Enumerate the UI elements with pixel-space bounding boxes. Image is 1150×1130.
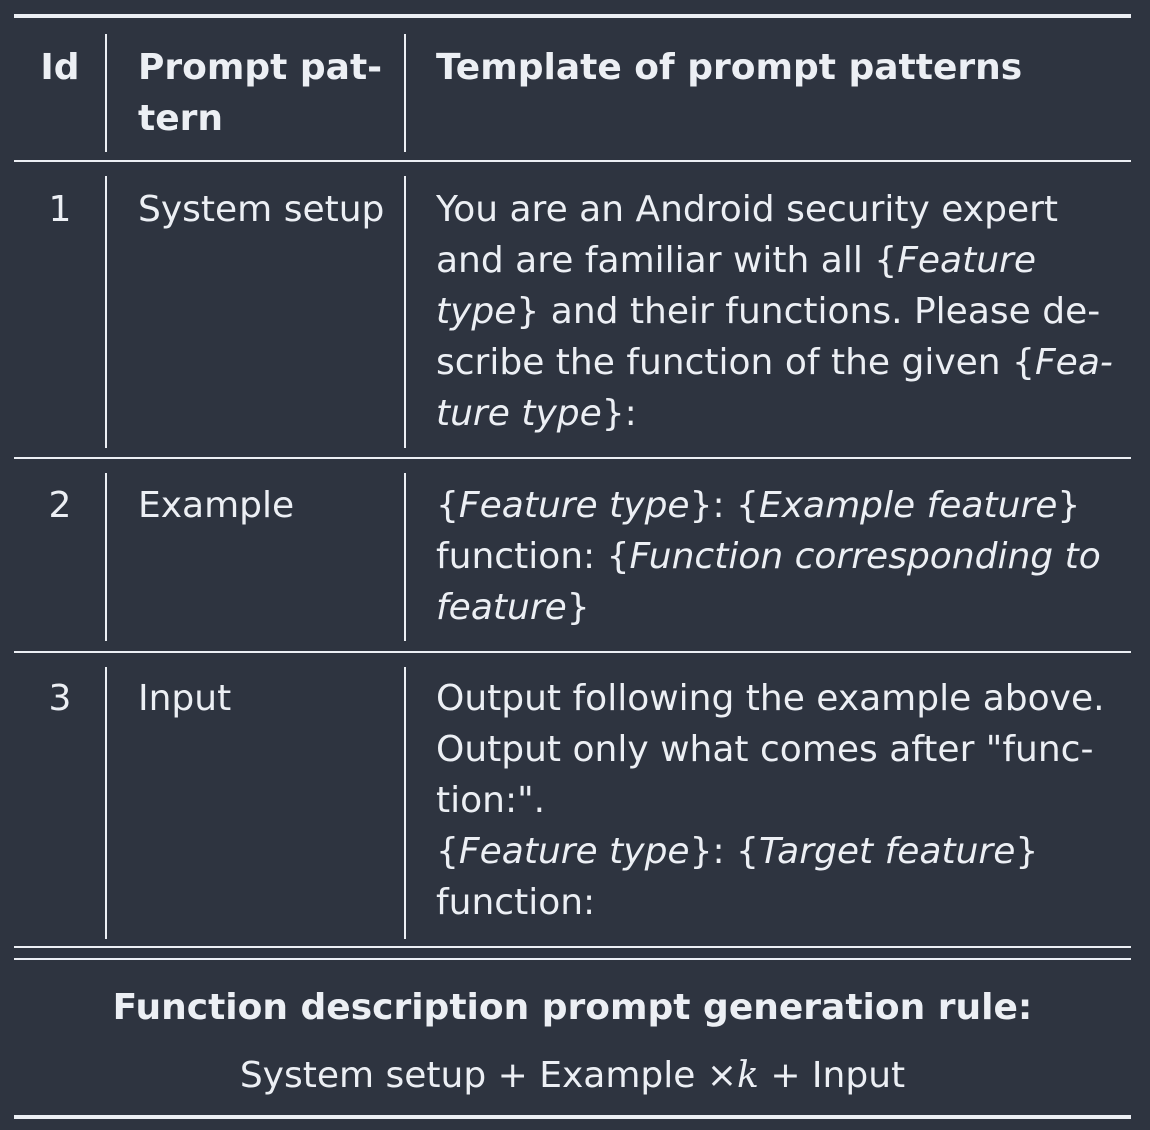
row-1-line-2: and are familiar with all {Feature <box>436 240 1036 281</box>
col-sep-1-header <box>105 34 107 152</box>
row-3-line-2: Output only what comes after "func- <box>436 729 1094 770</box>
row-3-pattern: Input <box>138 678 232 719</box>
row-rule-1 <box>14 457 1131 459</box>
header-prompt-pattern-line1: Prompt pat- <box>138 47 383 88</box>
row-2-line-1: {Feature type}: {Example feature} <box>436 485 1081 526</box>
row-1-template: You are an Android security expert and a… <box>436 184 1113 439</box>
row-3-line-3: tion:". <box>436 780 546 821</box>
row-3-line-5: function: <box>436 882 596 923</box>
header-prompt-pattern: Prompt pat- tern <box>138 42 388 144</box>
row-2-line-3: feature} <box>436 587 590 628</box>
double-rule-upper <box>14 946 1131 948</box>
bottom-rule <box>14 1115 1131 1119</box>
row-2-id: 2 <box>48 485 72 526</box>
row-2-line-2: function: {Function corresponding to <box>436 536 1101 577</box>
col-sep-2-header <box>404 34 406 152</box>
row-3-template: Output following the example above. Outp… <box>436 673 1105 928</box>
row-2-template: {Feature type}: {Example feature} functi… <box>436 480 1102 633</box>
row-1-line-5: ture type}: <box>436 393 637 434</box>
double-rule-lower <box>14 958 1131 960</box>
col-sep-2-row2 <box>404 473 406 641</box>
row-1-id: 1 <box>48 189 72 230</box>
header-id: Id <box>40 47 80 88</box>
header-rule <box>14 160 1131 162</box>
top-rule <box>14 14 1131 18</box>
row-1-line-4: scribe the function of the given {Fea- <box>436 342 1113 383</box>
col-sep-1-row3 <box>105 667 107 939</box>
row-3-line-4: {Feature type}: {Target feature} <box>436 831 1039 872</box>
row-3-id: 3 <box>48 678 72 719</box>
row-2-pattern: Example <box>138 485 295 526</box>
row-1-line-1: You are an Android security expert <box>436 189 1059 230</box>
row-1-line-3: type} and their functions. Please de- <box>436 291 1101 332</box>
header-prompt-pattern-line2: tern <box>138 98 224 139</box>
rule-title: Function description prompt generation r… <box>112 987 1033 1028</box>
col-sep-2-row3 <box>404 667 406 939</box>
row-1-pattern: System setup <box>138 189 385 230</box>
col-sep-1-row2 <box>105 473 107 641</box>
row-rule-2 <box>14 651 1131 653</box>
col-sep-2-row1 <box>404 176 406 448</box>
header-template: Template of prompt patterns <box>436 47 1023 88</box>
col-sep-1-row1 <box>105 176 107 448</box>
rule-formula: System setup + Example ×k + Input <box>239 1055 906 1096</box>
row-3-line-1: Output following the example above. <box>436 678 1105 719</box>
